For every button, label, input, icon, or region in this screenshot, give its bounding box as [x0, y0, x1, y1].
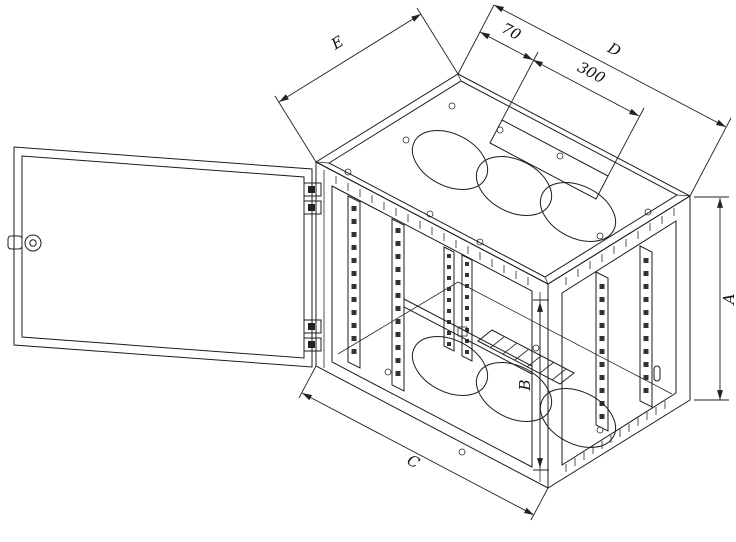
rack-rail-right-2	[639, 245, 653, 408]
dimensions: E 70 300 D A B C	[274, 4, 736, 521]
front-face-outline	[315, 161, 549, 489]
dimension-label-E: E	[327, 32, 347, 54]
lock-cylinder	[24, 234, 42, 252]
cabinet-body	[314, 73, 692, 489]
top-fan-hole-3	[539, 182, 617, 242]
floor-cable-hole-1	[411, 336, 489, 396]
hinge-top	[303, 182, 322, 215]
floor-cable-hole-2	[475, 362, 553, 422]
hinge-bottom	[303, 319, 322, 352]
cabinet-interior	[337, 195, 673, 432]
side-panel-latch	[653, 365, 661, 382]
cabinet-front-face	[315, 161, 549, 489]
rack-rail-right-1	[595, 271, 609, 432]
top-face-inner-rim	[327, 80, 679, 278]
cabinet-right-face	[547, 195, 691, 489]
top-fan-hole-2	[475, 156, 553, 216]
interior-cross-member	[403, 298, 533, 375]
rack-rail-front-left	[347, 195, 361, 369]
top-screw-holes	[344, 102, 652, 246]
dimension-label-B: B	[516, 379, 534, 391]
right-bottom-vent-grille	[565, 401, 666, 472]
dimension-label-D: D	[604, 38, 624, 60]
dimension-label-70: 70	[499, 19, 525, 44]
top-face-corner-bevels	[315, 73, 691, 285]
dimension-label-C: C	[404, 451, 423, 473]
door-inner-frame	[21, 155, 305, 359]
cabinet-floor	[384, 329, 617, 456]
dimension-300-cutout: 300	[532, 58, 640, 117]
dimension-C-front-width: C	[298, 365, 549, 521]
floor-screw-holes	[384, 344, 604, 456]
dimension-label-A: A	[720, 293, 736, 306]
rack-rail-back-2	[461, 254, 473, 362]
rack-rail-mid-left	[391, 218, 405, 392]
floor-pan-back-edges	[337, 281, 673, 395]
floor-hatched-cutout	[477, 329, 575, 385]
right-top-vent-slots	[565, 208, 675, 285]
right-face-outline	[547, 195, 691, 489]
dimension-A-height: A	[694, 196, 736, 401]
keyhole-icon	[29, 239, 37, 247]
dimension-E-depth: E	[274, 7, 459, 163]
cable-entry-cutout	[489, 119, 609, 200]
top-fan-hole-1	[411, 130, 489, 190]
right-opening	[561, 220, 677, 466]
dimension-B-rail-height: B	[516, 299, 549, 471]
cabinet-top-face	[314, 73, 692, 285]
rack-rail-back-1	[443, 246, 455, 352]
door-outer-edge	[13, 146, 313, 368]
dimension-70-offset: 70	[457, 4, 645, 177]
door-panel	[7, 146, 313, 368]
top-face-outline	[314, 73, 692, 285]
door-lock	[7, 234, 42, 252]
floor-cable-hole-3	[539, 388, 617, 448]
lock-handle	[7, 235, 23, 250]
front-top-vent-slots	[335, 176, 529, 285]
